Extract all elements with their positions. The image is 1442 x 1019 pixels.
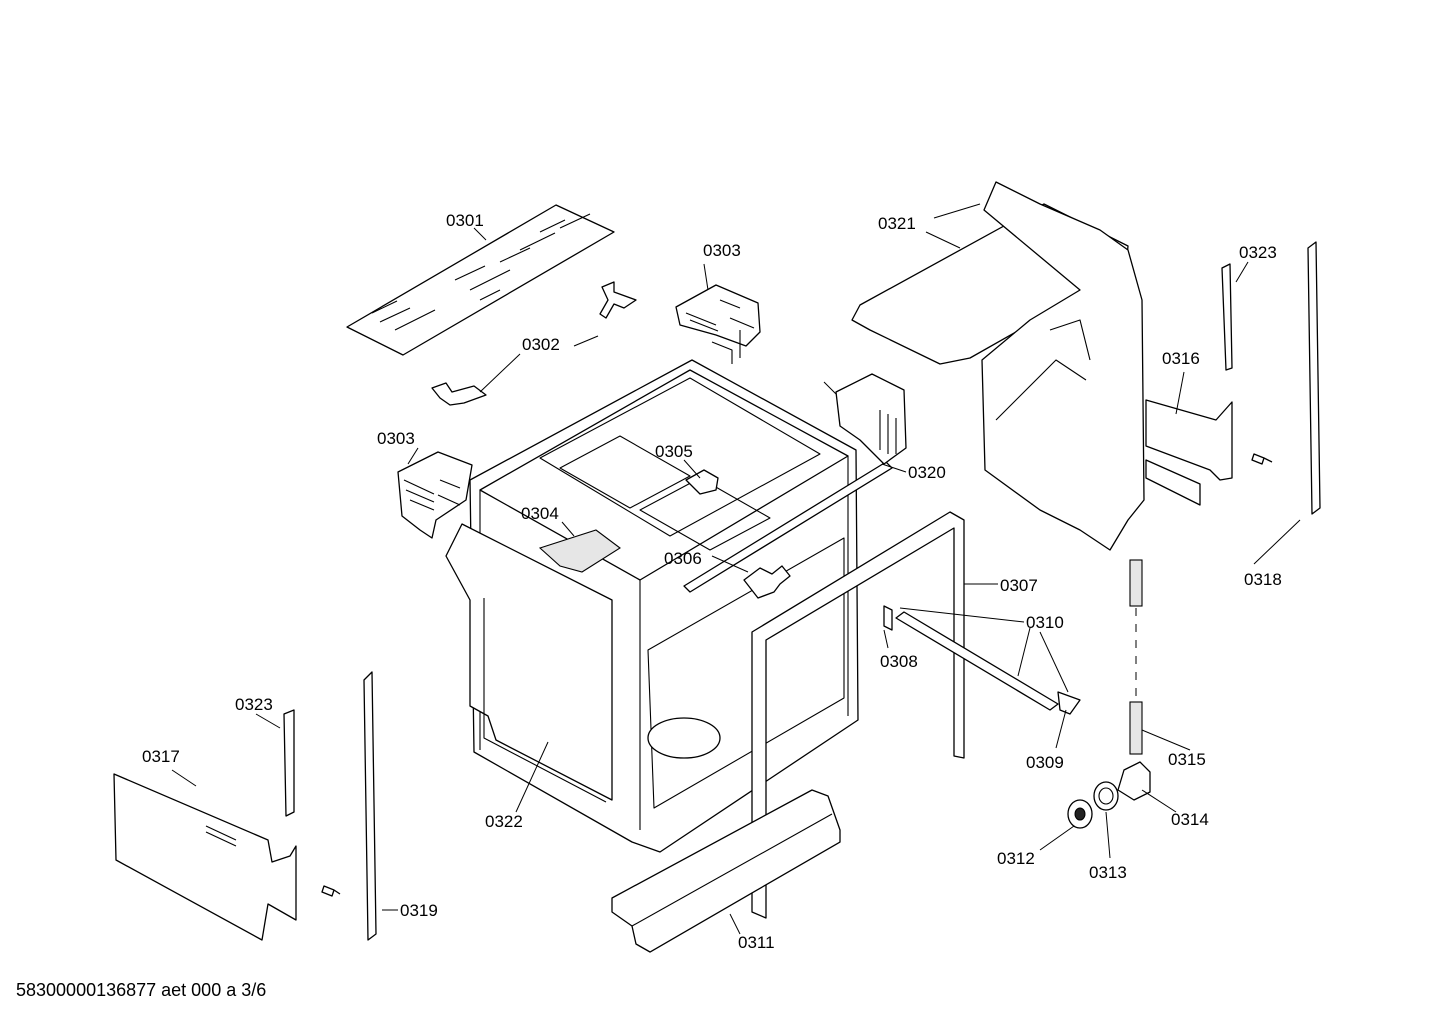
- part-0314-elbow: [1117, 761, 1151, 801]
- part-0301-mat: [346, 204, 615, 356]
- label-0323-a: 0323: [1239, 243, 1277, 262]
- label-0309: 0309: [1026, 753, 1064, 772]
- label-0301: 0301: [446, 211, 484, 230]
- callout-labels: 0301 0302 0303 0303 0304 0305 0306 0307 …: [142, 211, 1282, 952]
- part-0311-strip: [611, 789, 841, 953]
- part-0303-clip-left: [397, 451, 473, 539]
- label-0313: 0313: [1089, 863, 1127, 882]
- label-0311: 0311: [738, 933, 775, 952]
- label-0302: 0302: [522, 335, 560, 354]
- part-0313-ring: [1093, 781, 1119, 811]
- label-0318: 0318: [1244, 570, 1282, 589]
- label-0304: 0304: [521, 504, 559, 523]
- part-0312-cap: [1067, 799, 1093, 829]
- label-0320: 0320: [908, 463, 946, 482]
- part-0310-bar: [883, 605, 1081, 715]
- label-0312: 0312: [997, 849, 1035, 868]
- drawing-number: 58300000136877 aet 000 a 3/6: [16, 980, 267, 1000]
- screw-left: [321, 885, 341, 897]
- part-0315-hose: [1129, 559, 1143, 755]
- part-0321-panel: [851, 181, 1145, 551]
- label-0319: 0319: [400, 901, 438, 920]
- part-0302-brackets: [431, 281, 637, 406]
- part-0316-bracket: [1145, 399, 1233, 506]
- part-0318-rail: [1307, 241, 1321, 515]
- part-0304: [538, 529, 621, 573]
- label-0323-b: 0323: [235, 695, 273, 714]
- label-0307: 0307: [1000, 576, 1038, 595]
- label-0316: 0316: [1162, 349, 1200, 368]
- label-0317: 0317: [142, 747, 180, 766]
- label-0322: 0322: [485, 812, 523, 831]
- label-0310: 0310: [1026, 613, 1064, 632]
- part-0320-rail: [683, 461, 893, 593]
- label-0315: 0315: [1168, 750, 1206, 769]
- label-0321: 0321: [878, 214, 916, 233]
- part-0305: [685, 469, 719, 495]
- label-0305: 0305: [655, 442, 693, 461]
- part-0319-rail: [363, 671, 377, 941]
- label-0303-a: 0303: [703, 241, 741, 260]
- part-0306-wingnut: [743, 565, 791, 599]
- part-0317-plinth: [113, 773, 297, 941]
- part-0307-gasket: [751, 511, 965, 919]
- label-0303-b: 0303: [377, 429, 415, 448]
- screw-right: [1251, 453, 1273, 465]
- label-0308: 0308: [880, 652, 918, 671]
- part-0323-strip-left: [283, 709, 295, 817]
- part-0323-strip-right: [1221, 263, 1233, 371]
- label-0306: 0306: [664, 549, 702, 568]
- label-0314: 0314: [1171, 810, 1209, 829]
- part-0303-clip-right: [675, 284, 761, 364]
- leader-lines: [171, 203, 1301, 935]
- part-fan-box: [835, 373, 907, 465]
